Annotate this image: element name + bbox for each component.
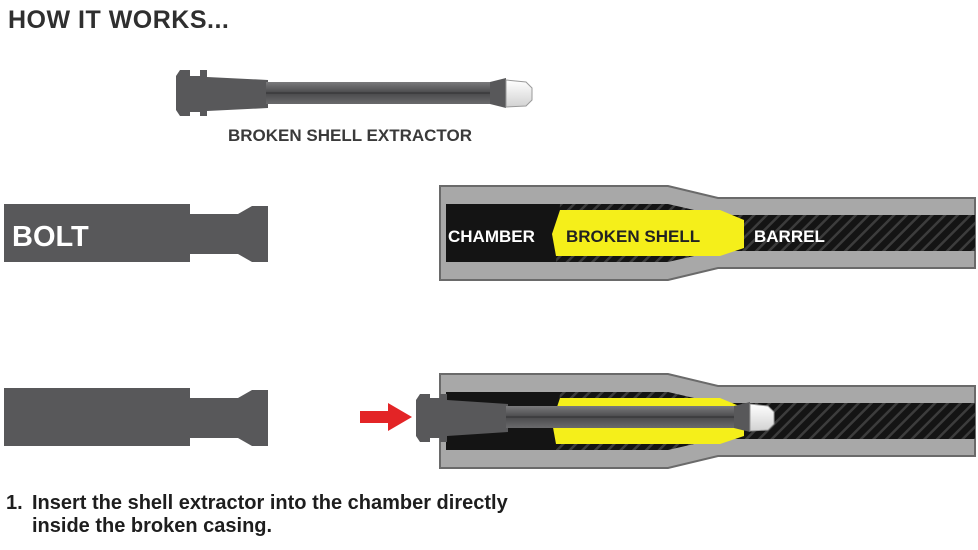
broken-shell-label: BROKEN SHELL	[566, 227, 700, 246]
extractor-label: BROKEN SHELL EXTRACTOR	[228, 126, 472, 145]
bolt-label: BOLT	[12, 221, 89, 253]
step-line-1: Insert the shell extractor into the cham…	[32, 492, 508, 514]
extractor-inserted	[416, 394, 775, 442]
step-line-2: inside the broken casing.	[32, 515, 273, 537]
bolt-step-1	[4, 388, 268, 446]
arrow-icon	[360, 403, 412, 431]
bolt	[4, 204, 268, 262]
step-number: 1.	[6, 492, 23, 514]
extractor-tool	[176, 70, 533, 116]
step-1-instructions: 1. Insert the shell extractor into the ch…	[6, 492, 508, 538]
barrel-section	[439, 185, 976, 281]
page-title: HOW IT WORKS...	[8, 6, 230, 34]
chamber-label: CHAMBER	[448, 227, 535, 246]
barrel-label: BARREL	[754, 227, 825, 246]
